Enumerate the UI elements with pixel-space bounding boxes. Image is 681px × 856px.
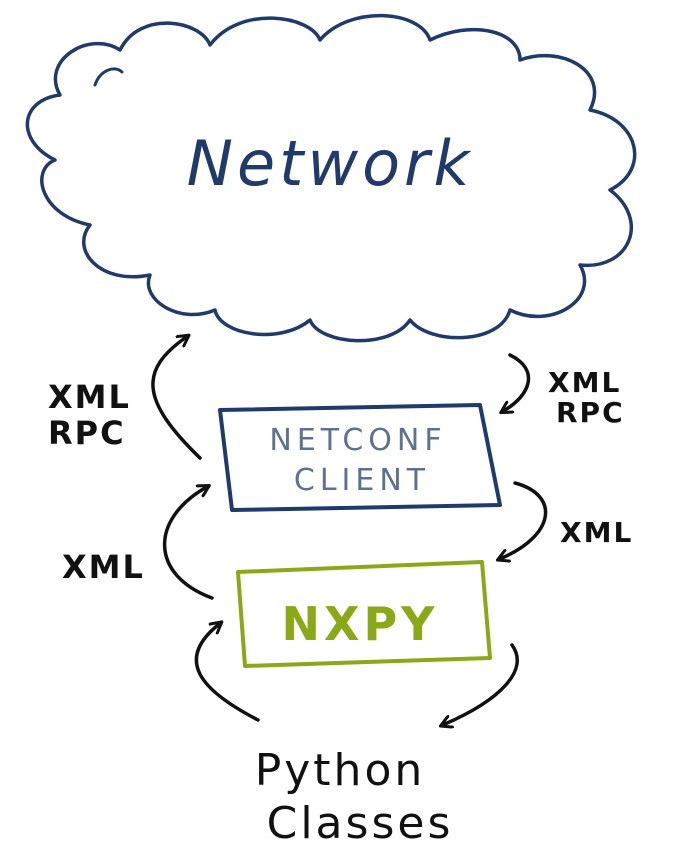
label-xml-rpc-right-1: XML [548,366,621,399]
python-classes-line2: Classes [267,798,454,849]
arrow-netconf-to-cloud [151,338,202,460]
arrow-nxpy-to-python [445,643,519,724]
netconf-line2: CLIENT [294,463,430,498]
label-xml-right-mid: XML [560,516,633,549]
arrow-python-to-nxpy [194,625,260,722]
netconf-box-outline [218,403,502,512]
nxpy-box: NXPY [236,560,492,668]
arrow-cloud-to-netconf [505,353,531,410]
label-xml-rpc-right-2: RPC [556,396,625,429]
cloud-label: Network [187,127,474,200]
python-classes-line1: Python [255,745,426,796]
arrow-netconf-to-nxpy [502,481,548,558]
label-xml-rpc-left-1: XML [48,378,131,416]
netconf-line1: NETCONF [269,423,446,458]
netconf-client-box: NETCONF CLIENT [218,403,502,512]
nxpy-label: NXPY [282,597,439,651]
nxpy-box-outline [236,560,492,668]
label-xml-rpc-left-2: RPC [48,414,126,452]
arrow-nxpy-to-netconf [162,488,214,600]
label-xml-left-mid: XML [62,548,145,586]
cloud-outline [25,13,637,343]
network-cloud: Network [25,13,637,343]
